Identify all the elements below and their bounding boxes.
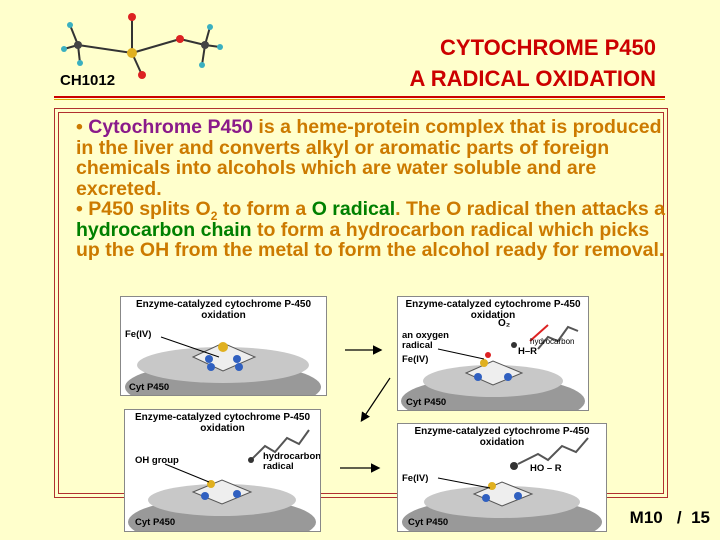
slide-number: M10 / 15 <box>629 508 710 527</box>
bullet-2-part-d: to form a hydrocarbon radical which pick… <box>76 218 665 261</box>
panel-4-title: Enzyme-catalyzed cytochrome P-450 oxidat… <box>414 426 590 448</box>
panel-1-title: Enzyme-catalyzed cytochrome P-450 oxidat… <box>135 299 312 321</box>
bullet-mark: • <box>76 198 89 220</box>
diagram-panel-1: Enzyme-catalyzed cytochrome P-450 oxidat… <box>120 296 327 396</box>
bullet-mark: • <box>76 116 89 138</box>
panel-4-fe-label: Fe(IV) <box>402 473 429 484</box>
panel-2-hydrocarbon-label: hydrocarbon <box>530 337 575 346</box>
term-cytochrome: Cytochrome P450 <box>88 116 253 138</box>
panel-3-oh-label: OH group <box>135 455 179 466</box>
diagram-panel-4: Enzyme-catalyzed cytochrome P-450 oxidat… <box>397 423 607 532</box>
panel-2-hr-label: H–R <box>518 346 538 357</box>
panel-2-oxygen-label: an oxygen radical <box>402 330 449 351</box>
panel-2-fe-label: Fe(IV) <box>402 354 429 365</box>
panel-3-radical-label: hydrocarbon radical <box>263 451 321 472</box>
heme-illustration <box>125 336 321 395</box>
panel-1-fe-label: Fe(IV) <box>125 329 152 340</box>
header-rule <box>54 96 665 98</box>
bullet-1-text: is a heme-protein complex that is produc… <box>76 116 662 200</box>
diagram-panel-2: Enzyme-catalyzed cytochrome P-450 oxidat… <box>397 296 589 411</box>
body-text: • Cytochrome P450 is a heme-protein comp… <box>76 117 666 261</box>
sulfur-atom <box>218 342 228 352</box>
heme-illustration <box>128 429 316 531</box>
panel-1-cyt-label: Cyt P450 <box>129 382 170 393</box>
diagram-panel-3: Enzyme-catalyzed cytochrome P-450 oxidat… <box>124 409 321 532</box>
panel-4-cyt-label: Cyt P450 <box>408 517 449 528</box>
term-hydrocarbon-chain: hydrocarbon chain <box>76 218 252 241</box>
bullet-1: • Cytochrome P450 is a heme-protein comp… <box>76 117 666 199</box>
panel-3-cyt-label: Cyt P450 <box>135 517 176 528</box>
bullet-2-part-c: . The O radical then attacks a <box>395 198 666 220</box>
panel-2-cyt-label: Cyt P450 <box>406 397 447 408</box>
bullet-2: • P450 splits O2 to form a O radical. Th… <box>76 199 666 261</box>
header-rule-thin <box>54 99 665 100</box>
molecule-logo <box>61 13 223 79</box>
course-code: CH1012 <box>60 72 116 89</box>
panel-4-hor-label: HO – R <box>530 463 562 474</box>
title-line-2: A RADICAL OXIDATION <box>409 66 656 91</box>
title-line-1: CYTOCHROME P450 <box>440 35 656 60</box>
content-frame <box>54 108 668 498</box>
o2-subscript: 2 <box>210 208 218 223</box>
heme-illustration <box>401 324 585 410</box>
bullet-2-part-b: to form a <box>217 198 312 220</box>
bullet-2-part-a: P450 splits O <box>88 198 211 220</box>
arrow-2-to-3 <box>360 377 391 422</box>
page-title: CYTOCHROME P450 A RADICAL OXIDATION <box>410 32 656 94</box>
panel-3-title: Enzyme-catalyzed cytochrome P-450 oxidat… <box>134 412 311 434</box>
heme-illustration <box>402 437 602 531</box>
panel-2-title: Enzyme-catalyzed cytochrome P-450 oxidat… <box>405 299 581 321</box>
panel-2-o2-label: O₂ <box>498 318 511 329</box>
term-o-radical: O radical <box>311 198 396 220</box>
